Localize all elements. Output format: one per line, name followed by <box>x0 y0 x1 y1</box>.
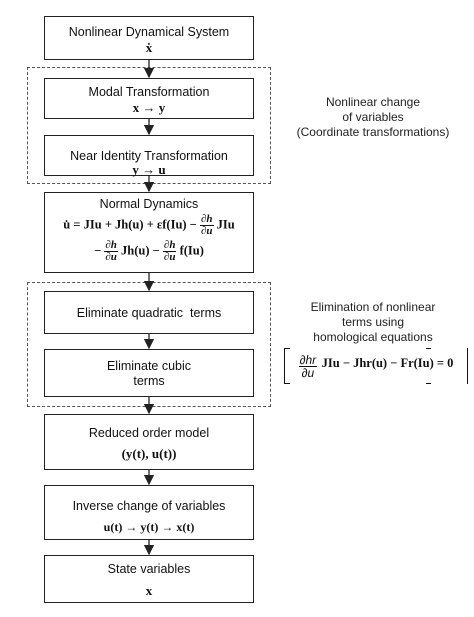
homological-rest: JIu − Jhr(u) − Fr(Iu) = 0 <box>321 356 454 370</box>
eq1-part-a: u̇ = JIu + Jh(u) + εf(Iu) − <box>63 217 197 232</box>
nonlinear-system-math: ẋ <box>145 40 153 55</box>
homological-frac-den: ∂u <box>301 366 315 380</box>
eq1-part-b: JIu <box>216 217 235 232</box>
normal-dynamics-eq-line2: − ∂h ∂u Jh(u) − ∂h ∂u f(Iu) <box>45 240 253 263</box>
nonlinear-system-label: Nonlinear Dynamical System <box>68 25 230 39</box>
eq2-frac1-num: ∂h <box>104 239 118 252</box>
eliminate-quadratic-label: Eliminate quadratic terms <box>76 306 222 320</box>
inverse-change-label: Inverse change of variables <box>72 499 226 513</box>
eq1-fraction: ∂h ∂u <box>199 213 214 237</box>
eq1-frac-den: ∂u <box>200 225 213 237</box>
normal-dynamics-label: Normal Dynamics <box>99 197 199 211</box>
change-of-variables-note: Nonlinear change of variables (Coordinat… <box>278 95 468 140</box>
eliminate-cubic-box: Eliminate cubic terms <box>44 349 254 397</box>
reduced-order-model-box: Reduced order model (y(t), u(t)) <box>44 414 254 470</box>
state-variables-math: x <box>145 583 153 598</box>
modal-transformation-math: x → y <box>132 100 166 115</box>
reduced-order-model-label: Reduced order model <box>88 426 210 440</box>
change-note-line2: of variables <box>342 110 404 124</box>
eq2-part-b: Jh(u) − <box>121 243 160 258</box>
eq2-frac2-num: ∂h <box>162 239 177 252</box>
reduced-order-model-math: (y(t), u(t)) <box>121 446 177 461</box>
eq1-frac-num: ∂h <box>199 213 214 226</box>
modal-transformation-box: Modal Transformation x → y <box>44 78 254 119</box>
elimination-note: Elimination of nonlinear terms using hom… <box>278 300 468 345</box>
eq2-part-c: f(Iu) <box>179 243 204 258</box>
eliminate-quadratic-box: Eliminate quadratic terms <box>44 291 254 334</box>
normal-dynamics-eq-line1: u̇ = JIu + Jh(u) + εf(Iu) − ∂h ∂u JIu <box>45 214 253 237</box>
eq2-fraction-2: ∂h ∂u <box>162 239 177 263</box>
eq2-frac1-den: ∂u <box>105 251 117 263</box>
eq2-part-a: − <box>94 243 102 258</box>
nonlinear-system-box: Nonlinear Dynamical System ẋ <box>44 16 254 60</box>
inverse-change-box: Inverse change of variables u(t) → y(t) … <box>44 485 254 540</box>
normal-dynamics-box: Normal Dynamics u̇ = JIu + Jh(u) + εf(Iu… <box>44 192 254 273</box>
state-variables-box: State variables x <box>44 555 254 603</box>
near-identity-math: y → u <box>132 162 166 177</box>
eliminate-cubic-label-line1: Eliminate cubic <box>106 359 192 373</box>
elimination-note-line3: homological equations <box>313 330 433 344</box>
state-variables-label: State variables <box>107 562 191 576</box>
modal-transformation-label: Modal Transformation <box>88 85 210 99</box>
homological-equation: ∂hr ∂u JIu − Jhr(u) − Fr(Iu) = 0 <box>284 348 468 384</box>
homological-fraction: ∂hr ∂u <box>298 353 318 380</box>
eq2-frac2-den: ∂u <box>163 251 176 263</box>
homological-frac-num: ∂hr <box>298 353 318 367</box>
elimination-note-line1: Elimination of nonlinear <box>310 300 436 314</box>
eq2-fraction-1: ∂h ∂u <box>104 240 118 263</box>
near-identity-box: Near Identity Transformation y → u <box>44 135 254 176</box>
inverse-change-math: u(t) → y(t) → x(t) <box>103 520 195 534</box>
change-note-line1: Nonlinear change <box>325 95 421 109</box>
near-identity-label: Near Identity Transformation <box>70 149 228 163</box>
elimination-note-line2: terms using <box>341 315 405 329</box>
change-note-line3: (Coordinate transformations) <box>296 125 450 139</box>
eliminate-cubic-label-line2: terms <box>133 374 165 388</box>
